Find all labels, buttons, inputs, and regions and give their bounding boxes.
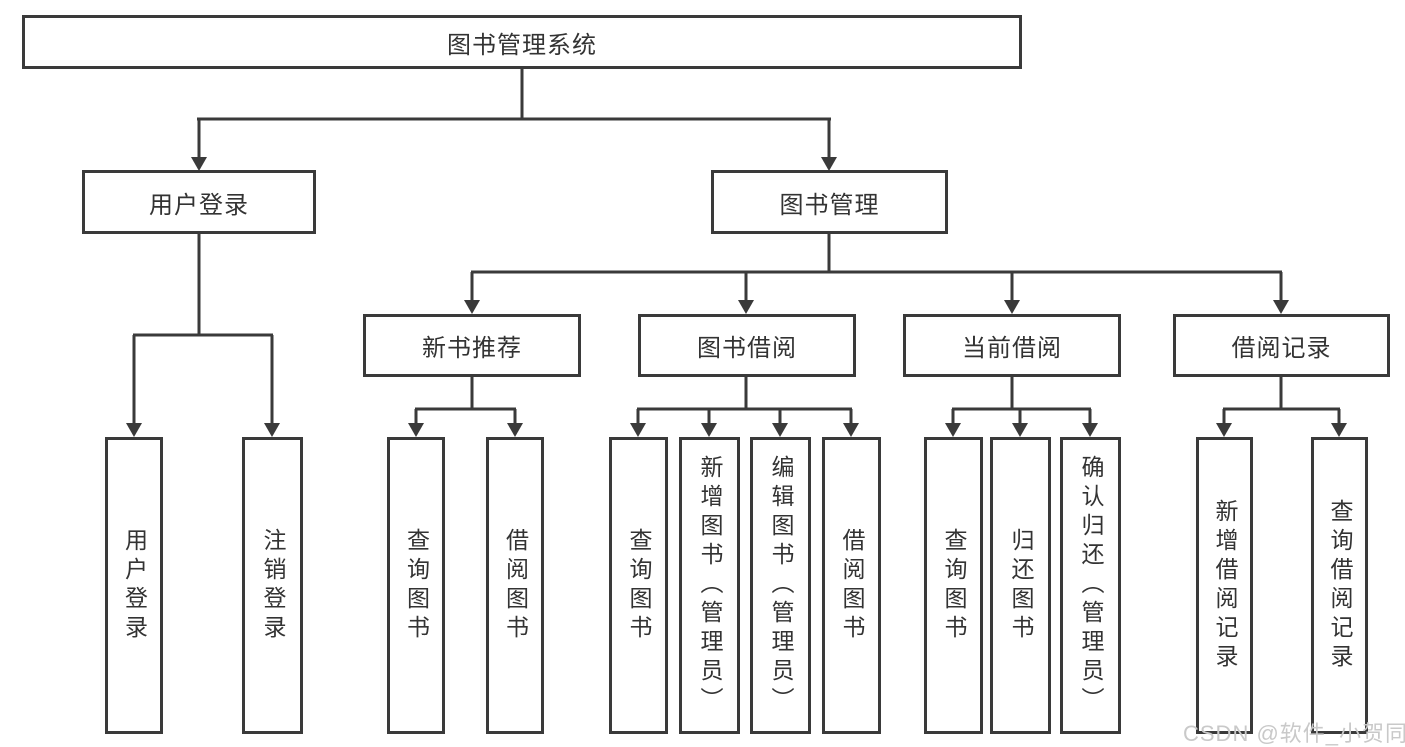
leaf-edit-book-admin: 编辑图书（管理员） [750,437,811,734]
leaf-borrow-query-books: 查询图书 [609,437,668,734]
leaf-logout-label: 注销登录 [260,527,286,644]
node-book-management: 图书管理 [711,170,948,234]
connector-borrow-records-branch [1216,377,1347,437]
connector-current-borrow-branch [945,377,1098,437]
connector-book-borrow-branch [630,377,859,437]
leaf-recommend-query-books: 查询图书 [387,437,445,734]
leaf-recommend-query-books-label: 查询图书 [403,527,430,644]
leaf-confirm-return-admin: 确认归还（管理员） [1060,437,1121,734]
node-book-borrow: 图书借阅 [638,314,856,377]
connector-book-management-branch [464,234,1289,314]
leaf-borrow-borrow-books: 借阅图书 [822,437,881,734]
watermark: CSDN @软件_小贺同学 [1183,721,1405,746]
node-new-book-recommend: 新书推荐 [363,314,581,377]
node-book-borrow-label: 图书借阅 [697,335,797,362]
node-current-borrow-label: 当前借阅 [962,335,1062,362]
node-current-borrow: 当前借阅 [903,314,1121,377]
leaf-edit-book-admin-label: 编辑图书（管理员） [768,455,794,716]
leaf-logout: 注销登录 [242,437,303,734]
leaf-return-book-label: 归还图书 [1008,527,1034,644]
node-root-label: 图书管理系统 [447,31,597,59]
node-new-book-recommend-label: 新书推荐 [422,335,522,362]
leaf-confirm-return-admin-label: 确认归还（管理员） [1078,455,1104,716]
leaf-query-borrow-record: 查询借阅记录 [1311,437,1368,734]
leaf-recommend-borrow-books-label: 借阅图书 [502,527,529,644]
leaf-recommend-borrow-books: 借阅图书 [486,437,544,734]
connector-new-book-branch [408,377,523,437]
node-root: 图书管理系统 [22,15,1022,69]
leaf-add-book-admin: 新增图书（管理员） [679,437,740,734]
leaf-current-query-books: 查询图书 [924,437,983,734]
leaf-current-query-books-label: 查询图书 [941,527,967,644]
connector-user-login-branch [126,234,280,437]
node-user-login-label: 用户登录 [149,191,249,219]
leaf-user-login: 用户登录 [105,437,163,734]
leaf-borrow-borrow-books-label: 借阅图书 [839,527,865,644]
leaf-query-borrow-record-label: 查询借阅记录 [1327,498,1353,673]
node-user-login: 用户登录 [82,170,316,234]
node-book-management-label: 图书管理 [779,191,880,219]
leaf-borrow-query-books-label: 查询图书 [626,527,652,644]
leaf-user-login-label: 用户登录 [121,527,148,644]
leaf-add-book-admin-label: 新增图书（管理员） [697,455,723,716]
leaf-return-book: 归还图书 [990,437,1051,734]
node-borrow-records-label: 借阅记录 [1231,335,1332,362]
leaf-add-borrow-record: 新增借阅记录 [1196,437,1253,734]
leaf-add-borrow-record-label: 新增借阅记录 [1212,498,1238,673]
connector-root-branch [191,68,837,171]
node-borrow-records: 借阅记录 [1173,314,1390,377]
